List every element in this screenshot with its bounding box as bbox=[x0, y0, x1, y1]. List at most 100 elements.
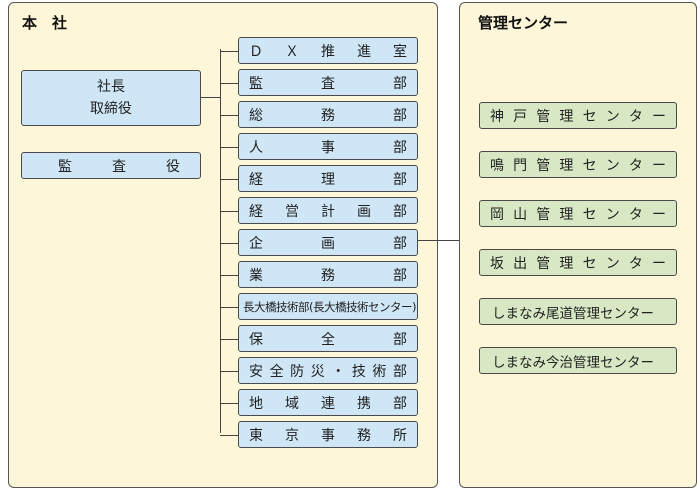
department-tick bbox=[220, 307, 238, 308]
department-char: 室 bbox=[393, 43, 407, 60]
department-box: 経理部 bbox=[238, 165, 418, 192]
center-char: 管 bbox=[536, 255, 551, 272]
department-tick bbox=[220, 243, 238, 244]
department-char: 部 bbox=[393, 107, 407, 124]
department-char: 全 bbox=[269, 363, 284, 380]
center-char: ン bbox=[605, 206, 620, 223]
center-box: 鳴門管理センター bbox=[479, 151, 677, 178]
department-box: 人事部 bbox=[238, 133, 418, 160]
department-tick bbox=[220, 179, 238, 180]
department-tick bbox=[220, 51, 238, 52]
center-char: タ bbox=[628, 108, 643, 125]
department-char: 部 bbox=[393, 203, 407, 220]
department-char: 推 bbox=[321, 43, 335, 60]
center-char: 管 bbox=[536, 108, 551, 125]
department-box: 総務部 bbox=[238, 101, 418, 128]
president-directors-box: 社 長 取 締 役 bbox=[21, 70, 201, 126]
center-char: ン bbox=[605, 157, 620, 174]
center-char: 神 bbox=[490, 108, 504, 125]
center-char: 坂 bbox=[490, 255, 504, 272]
department-box: 安全防災・技術部 bbox=[238, 357, 418, 384]
department-tick bbox=[220, 371, 238, 372]
department-char: 全 bbox=[321, 331, 335, 348]
center-char: 戸 bbox=[513, 108, 528, 125]
centers-panel bbox=[459, 2, 697, 488]
centers-title: 管理センター bbox=[478, 14, 569, 32]
head-office-title: 本 社 bbox=[22, 14, 68, 32]
center-label: しまなみ尾道管理センター bbox=[492, 305, 654, 322]
center-box: しまなみ尾道管理センター bbox=[479, 298, 677, 325]
department-tick bbox=[220, 275, 238, 276]
department-tick bbox=[220, 147, 238, 148]
center-char: セ bbox=[582, 108, 597, 125]
directors-char-1: 取 bbox=[90, 101, 104, 117]
president-char-1: 社 bbox=[97, 79, 111, 95]
department-char: 監 bbox=[249, 75, 263, 92]
department-char: 務 bbox=[321, 267, 335, 284]
center-char: ー bbox=[651, 206, 666, 223]
department-char: 務 bbox=[321, 107, 335, 124]
department-char: 部 bbox=[392, 363, 407, 380]
center-char: タ bbox=[628, 206, 643, 223]
department-char: 技 bbox=[351, 363, 366, 380]
president-char-2: 長 bbox=[111, 79, 125, 95]
department-char: 事 bbox=[321, 427, 335, 444]
department-box: 企画部 bbox=[238, 229, 418, 256]
department-char: 部 bbox=[393, 171, 407, 188]
center-char: 門 bbox=[513, 157, 528, 174]
center-char: セ bbox=[582, 255, 597, 272]
directors-row: 取 締 役 bbox=[90, 98, 132, 120]
center-char: ン bbox=[605, 255, 620, 272]
center-label: しまなみ今治管理センター bbox=[492, 354, 654, 371]
department-box: 地域連携部 bbox=[238, 389, 418, 416]
auditor-box: 監 査 役 bbox=[21, 152, 201, 179]
department-char: Ｘ bbox=[285, 43, 299, 60]
department-char: ・ bbox=[331, 363, 346, 380]
department-box: 保全部 bbox=[238, 325, 418, 352]
center-char: 理 bbox=[559, 108, 574, 125]
department-char: 保 bbox=[249, 331, 263, 348]
auditor-char-2: 査 bbox=[112, 158, 126, 175]
center-box: しまなみ今治管理センター bbox=[479, 347, 677, 374]
president-row: 社 長 bbox=[97, 76, 125, 98]
department-char: 部 bbox=[393, 331, 407, 348]
department-char: 部 bbox=[393, 235, 407, 252]
department-char: 画 bbox=[321, 235, 335, 252]
department-char: 部 bbox=[393, 75, 407, 92]
department-char: 業 bbox=[249, 267, 263, 284]
center-char: ン bbox=[605, 108, 620, 125]
department-tick bbox=[220, 83, 238, 84]
center-char: セ bbox=[582, 157, 597, 174]
center-char: 岡 bbox=[490, 206, 504, 223]
department-char: 計 bbox=[321, 203, 335, 220]
directors-char-3: 役 bbox=[118, 101, 132, 117]
department-box: 長大橋技術部(長大橋技術センター) bbox=[238, 293, 418, 320]
department-char: 企 bbox=[249, 235, 263, 252]
department-spine bbox=[220, 49, 221, 433]
center-char: 管 bbox=[536, 157, 551, 174]
department-tick bbox=[220, 435, 238, 436]
center-box: 坂出管理センター bbox=[479, 249, 677, 276]
department-char: 連 bbox=[321, 395, 335, 412]
department-char: 京 bbox=[285, 427, 299, 444]
department-char: 総 bbox=[249, 107, 263, 124]
center-char: 鳴 bbox=[490, 157, 504, 174]
department-char: 部 bbox=[393, 139, 407, 156]
department-char: 事 bbox=[321, 139, 335, 156]
center-char: 出 bbox=[513, 255, 528, 272]
department-box: 東京事務所 bbox=[238, 421, 418, 448]
department-char: 画 bbox=[357, 203, 371, 220]
department-char: 理 bbox=[321, 171, 335, 188]
department-char: 地 bbox=[249, 395, 263, 412]
center-char: ー bbox=[651, 157, 666, 174]
department-char: 査 bbox=[321, 75, 335, 92]
center-char: タ bbox=[628, 255, 643, 272]
department-box: 経営計画部 bbox=[238, 197, 418, 224]
department-char: 営 bbox=[285, 203, 299, 220]
center-char: 理 bbox=[559, 255, 574, 272]
department-char: 防 bbox=[290, 363, 305, 380]
auditor-char-3: 役 bbox=[166, 158, 180, 175]
department-label: 長大橋技術部(長大橋技術センター) bbox=[243, 299, 416, 314]
department-char: 安 bbox=[249, 363, 263, 380]
